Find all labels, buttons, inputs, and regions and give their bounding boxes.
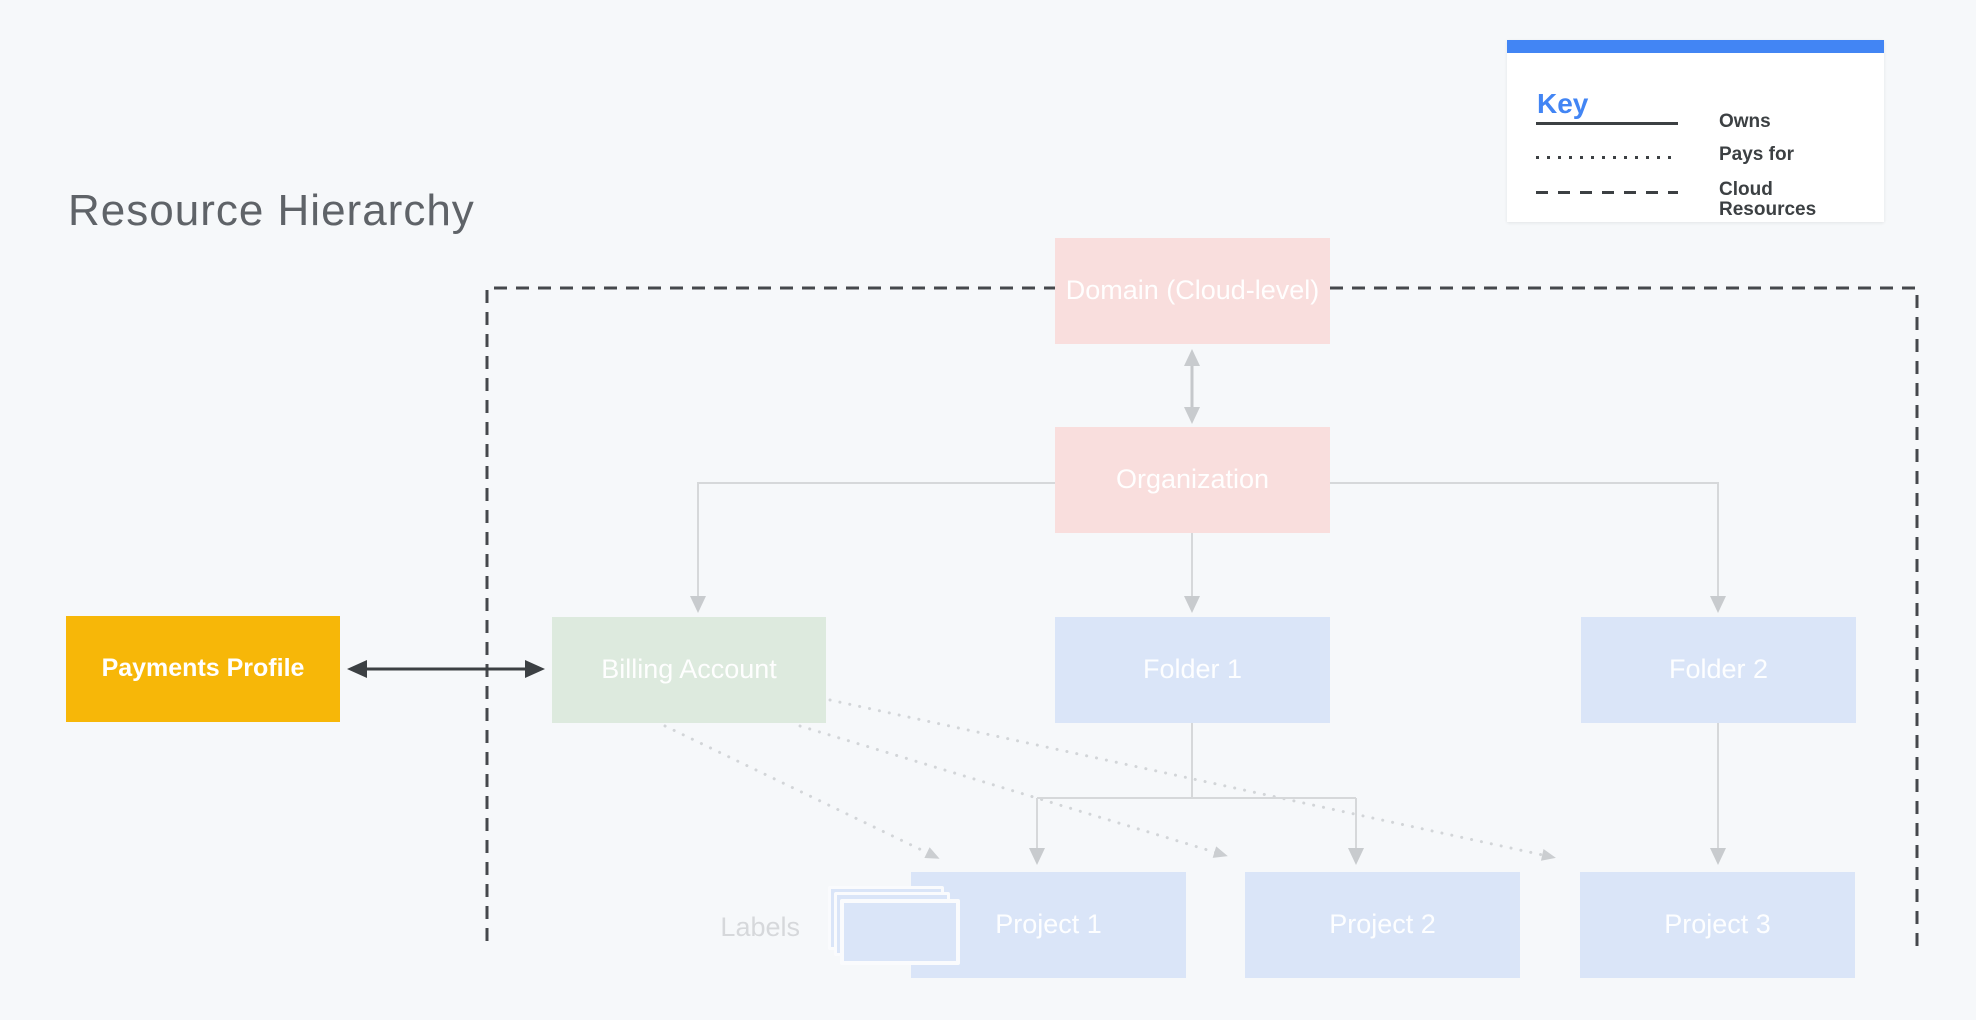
legend-dashed-line-sample <box>1536 191 1678 194</box>
node-folder-1: Folder 1 <box>1055 617 1330 723</box>
owns-tree-lines <box>690 482 1726 865</box>
node-label: Folder 1 <box>1142 654 1243 685</box>
node-organization: Organization <box>1055 427 1330 533</box>
legend-solid-line-sample <box>1536 122 1678 125</box>
node-label: Domain (Cloud-level) <box>1065 275 1320 306</box>
labels-stacked-cards-icon <box>828 886 964 970</box>
page-title: Resource Hierarchy <box>68 186 475 235</box>
key-panel: Key Owns Pays for Cloud Resources <box>1507 40 1884 222</box>
node-label: Project 3 <box>1664 909 1771 940</box>
node-label: Payments Profile <box>101 654 305 683</box>
node-domain-cloud-level: Domain (Cloud-level) <box>1055 238 1330 344</box>
labels-caption: Labels <box>720 912 800 942</box>
key-accent-bar <box>1507 40 1884 53</box>
node-label: Project 2 <box>1329 909 1436 940</box>
pays-for-dotted-lines <box>663 698 1556 861</box>
label-card-front <box>840 899 960 965</box>
node-billing-account: Billing Account <box>552 617 826 723</box>
key-heading: Key <box>1537 88 1589 119</box>
node-project-3: Project 3 <box>1580 872 1855 978</box>
node-label: Organization <box>1115 464 1270 495</box>
node-label: Project 1 <box>995 909 1102 940</box>
node-label: Folder 2 <box>1668 654 1769 685</box>
node-payments-profile: Payments Profile <box>66 616 340 722</box>
legend-label-pays-for: Pays for <box>1719 144 1794 165</box>
node-label: Billing Account <box>601 654 777 685</box>
legend-label-owns: Owns <box>1719 111 1771 132</box>
legend-dotted-line-sample <box>1536 156 1678 159</box>
node-project-2: Project 2 <box>1245 872 1520 978</box>
legend-label-cloud-resources: Cloud Resources <box>1719 179 1817 220</box>
node-folder-2: Folder 2 <box>1581 617 1856 723</box>
